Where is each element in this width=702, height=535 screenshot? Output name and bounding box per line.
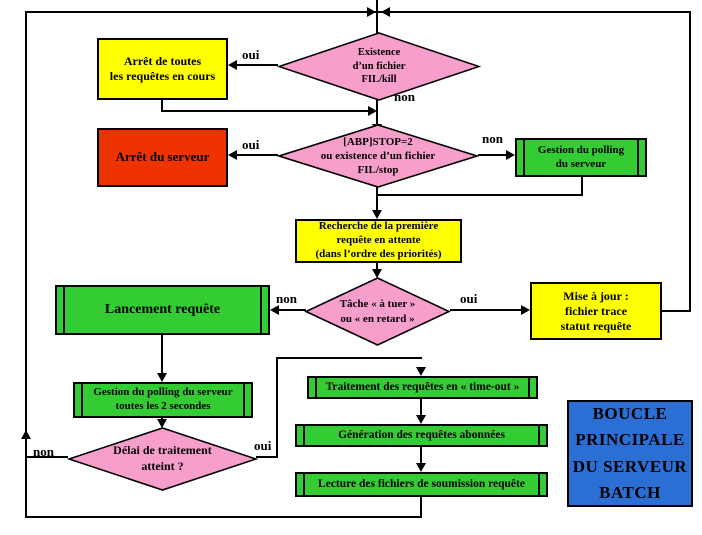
flow-line — [450, 309, 523, 311]
decision-line: ou existence d’un fichier — [320, 149, 436, 162]
flow-line — [420, 447, 422, 464]
process-line: Gestion du polling — [537, 143, 625, 156]
branch-label-non: non — [482, 131, 503, 146]
process-gestion-polling-serveur: Gestion du polling du serveur — [515, 138, 647, 177]
decision-line: Existence — [357, 47, 401, 59]
arrowhead — [521, 305, 530, 315]
process-line: Arrêt de toutes — [123, 54, 202, 68]
loop-right-line — [689, 11, 691, 312]
process-line: Lecture des fichiers de soumission requê… — [318, 478, 525, 491]
process-arret-toutes-requetes: Arrêt de toutes les requêtes en cours — [97, 38, 228, 100]
flow-line — [161, 335, 163, 375]
decision-tache-a-tuer: Tâche « à tuer » ou « en retard » — [304, 277, 451, 346]
decision-existence-fil-kill: Existence d’un fichier FIL/kill — [277, 32, 481, 101]
diamond-shape — [67, 427, 258, 491]
arrowhead — [228, 150, 237, 160]
process-line: Arrêt du serveur — [115, 149, 210, 165]
flow-line — [276, 357, 422, 359]
arrowhead — [21, 430, 31, 439]
flow-line — [27, 456, 68, 458]
branch-label-non: non — [33, 444, 54, 459]
flow-line — [161, 100, 163, 112]
process-gestion-polling-2s: Gestion du polling du serveur toutes les… — [73, 382, 253, 418]
arrowhead — [367, 7, 376, 17]
process-traitement-timeout: Traitement des requêtes en « time-out » — [307, 376, 538, 399]
title-line: BATCH — [599, 482, 661, 502]
flow-line — [420, 497, 422, 518]
diamond-shape — [304, 277, 451, 346]
arrowhead — [368, 106, 377, 116]
branch-label-oui: oui — [460, 291, 478, 306]
branch-label-oui: oui — [242, 47, 260, 62]
process-line: statut requête — [560, 318, 632, 333]
decision-line: FIL/stop — [357, 164, 399, 177]
process-line: Mise à jour : — [563, 288, 629, 303]
flow-line — [478, 154, 508, 156]
arrowhead — [157, 373, 167, 382]
diamond-shape — [277, 32, 481, 101]
flow-line — [377, 194, 583, 196]
decision-line: Délai de traitement — [113, 443, 212, 458]
arrowhead — [157, 419, 167, 428]
process-lecture-soumission: Lecture des fichiers de soumission requê… — [295, 472, 548, 497]
arrowhead — [416, 415, 426, 424]
branch-label-oui: oui — [242, 137, 260, 152]
title-line: DU SERVEUR — [572, 456, 688, 476]
decision-delai-traitement: Délai de traitement atteint ? — [67, 427, 258, 491]
arrowhead — [270, 305, 279, 315]
loop-top-line — [25, 11, 691, 13]
flow-line — [161, 110, 369, 112]
arrowhead — [506, 150, 515, 160]
decision-abp-stop: [ABP]STOP=2 ou existence d’un fichier FI… — [277, 124, 479, 188]
arrowhead — [372, 269, 382, 278]
flow-line — [256, 456, 278, 458]
flow-line — [276, 357, 278, 458]
flow-line — [376, 187, 378, 215]
flow-line — [420, 399, 422, 416]
flow-line — [237, 64, 278, 66]
entry-line — [376, 0, 378, 33]
arrowhead — [372, 210, 382, 219]
loop-left-line — [25, 11, 27, 518]
decision-line: ou « en retard » — [340, 312, 415, 325]
arrowhead — [416, 463, 426, 472]
process-lancement-requete: Lancement requête — [55, 285, 270, 335]
process-line: toutes les 2 secondes — [115, 400, 211, 412]
decision-line: FIL/kill — [361, 74, 397, 86]
arrowhead — [381, 7, 390, 17]
process-line: requête en attente — [336, 234, 421, 247]
decision-line: atteint ? — [141, 459, 184, 473]
process-line: les requêtes en cours — [109, 69, 216, 83]
flow-line — [237, 154, 278, 156]
process-mise-a-jour: Mise à jour : fichier trace statut requê… — [530, 282, 662, 340]
process-line: (dans l’ordre des priorités) — [315, 247, 442, 260]
process-line: Recherche de la première — [318, 220, 439, 233]
process-line: Gestion du polling du serveur — [93, 386, 233, 399]
branch-label-non: non — [276, 291, 297, 306]
decision-line: d’un fichier — [352, 60, 406, 72]
process-recherche-premiere-requete: Recherche de la première requête en atte… — [295, 219, 462, 263]
decision-line: [ABP]STOP=2 — [343, 135, 413, 148]
process-line: Génération des requêtes abonnées — [338, 429, 505, 442]
process-arret-serveur: Arrêt du serveur — [97, 128, 228, 187]
branch-label-oui: oui — [254, 438, 272, 453]
flow-line — [581, 177, 583, 196]
flow-line — [662, 310, 691, 312]
title-line: BOUCLE — [592, 403, 668, 423]
loop-bottom-line — [25, 516, 422, 518]
title-line: PRINCIPALE — [575, 430, 685, 450]
flow-line — [279, 309, 306, 311]
arrowhead — [228, 60, 237, 70]
process-line: Lancement requête — [104, 302, 221, 318]
arrowhead — [416, 367, 426, 376]
decision-line: Tâche « à tuer » — [339, 298, 416, 311]
flow-line — [376, 263, 378, 271]
flow-line — [376, 100, 378, 128]
process-line: Traitement des requêtes en « time-out » — [325, 381, 520, 394]
process-line: du serveur — [555, 157, 607, 170]
process-generation-abonnees: Génération des requêtes abonnées — [295, 424, 548, 447]
diamond-shape — [277, 124, 479, 188]
diagram-title-box: BOUCLE PRINCIPALE DU SERVEUR BATCH — [567, 400, 693, 507]
process-line: fichier trace — [564, 303, 628, 318]
